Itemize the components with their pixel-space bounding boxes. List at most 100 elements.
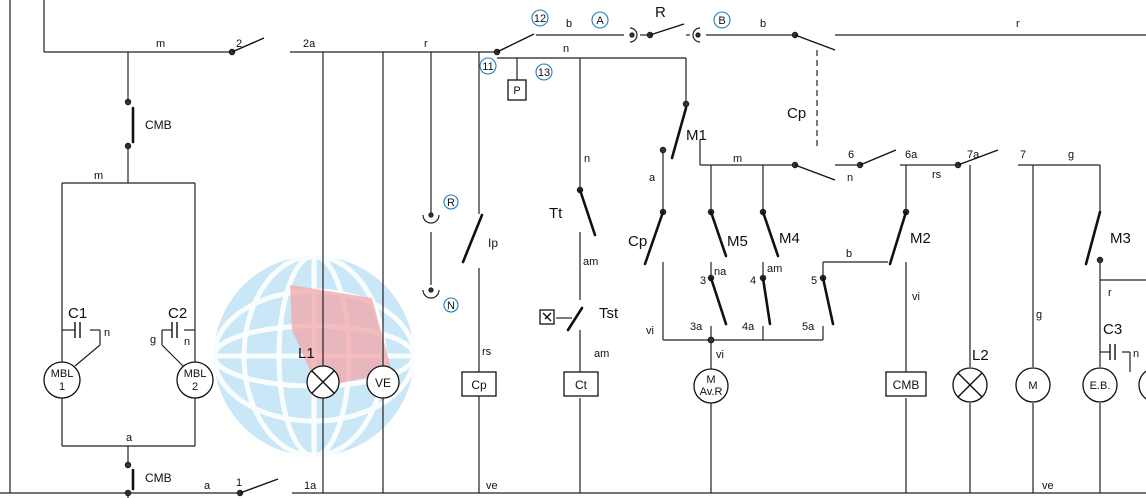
label-m4: M4 [779, 230, 800, 247]
label-cp-dashed: Cp [787, 105, 806, 122]
wire-n-c1: n [104, 327, 110, 339]
wire-a-left: a [126, 432, 133, 444]
wire-rs: rs [482, 346, 492, 358]
terminal-12: 12 [534, 13, 546, 25]
label-ip: Ip [488, 236, 498, 250]
label-motor-avr: Av.R [700, 386, 723, 398]
label-m5: M5 [727, 233, 748, 250]
label-motor-m: M [1028, 380, 1037, 392]
wire-na: na [714, 266, 727, 278]
wire-1: 1 [236, 477, 242, 489]
label-cmb-top: CMB [145, 118, 172, 132]
switch-m2 [888, 210, 908, 266]
contact-a-icon [629, 27, 638, 43]
label-l2: L2 [972, 347, 989, 364]
switch-m5 [709, 210, 728, 258]
switch-r [649, 23, 685, 36]
box-cp [461, 371, 497, 397]
wire-ve: ve [486, 480, 498, 492]
switch-m1 [670, 106, 688, 160]
wire-g1: g [1068, 149, 1074, 161]
wire-r2: r [1108, 287, 1112, 299]
wire-am1: am [583, 256, 598, 268]
box-p [507, 79, 527, 101]
wire-ve2: ve [1042, 480, 1054, 492]
wire-2a: 2a [303, 38, 316, 50]
wire-6a: 6a [905, 149, 918, 161]
wire-n-c3: n [1133, 348, 1139, 360]
switch-2 [231, 37, 265, 53]
wire-rs2: rs [932, 169, 942, 181]
label-motor-m-avr: M [706, 374, 715, 386]
switch-7 [957, 149, 999, 166]
capacitors [74, 322, 1116, 360]
switch-m4 [761, 210, 780, 258]
box-cmb [885, 371, 927, 397]
label-tst: Tst [599, 305, 619, 322]
wire-vi2: vi [716, 349, 724, 361]
label-m3: M3 [1110, 230, 1131, 247]
switch-ip [461, 213, 484, 264]
label-mbl1-bot: 1 [59, 381, 65, 393]
wire-b-mid: b [846, 248, 852, 260]
label-c1: C1 [68, 305, 87, 322]
motor-partial [1138, 370, 1146, 400]
terminal-n: N [447, 300, 455, 312]
label-c2: C2 [168, 305, 187, 322]
wire-4: 4 [750, 275, 756, 287]
wire-m-left: m [94, 170, 103, 182]
terminals [443, 9, 731, 313]
wire-r-right: r [1016, 18, 1020, 30]
terminal-b: B [718, 15, 725, 27]
wire-am4: am [767, 263, 782, 275]
pressure-switch-n-icon [422, 287, 440, 299]
terminal-11: 11 [482, 61, 493, 73]
wire-g-c2: g [150, 334, 156, 346]
watermark-globe-icon [214, 256, 414, 456]
wire-3a: 3a [690, 321, 703, 333]
label-l1: L1 [298, 345, 315, 362]
terminal-13: 13 [538, 67, 550, 79]
label-cp-left: Cp [628, 233, 647, 250]
wire-b-top: b [566, 18, 572, 30]
switch-4 [761, 276, 772, 326]
wire-n-top: n [563, 43, 569, 55]
wire-b-top2: b [760, 18, 766, 30]
label-tt: Tt [549, 205, 563, 222]
label-mbl2-top: MBL [184, 368, 207, 380]
label-eb: E.B. [1090, 380, 1111, 392]
pressure-switch-r-icon [422, 212, 440, 224]
wire-a-mid: a [649, 172, 656, 184]
label-ct-box: Ct [575, 378, 588, 392]
switch-tst [566, 306, 584, 332]
label-m1: M1 [686, 127, 707, 144]
label-cp-box: Cp [471, 378, 487, 392]
wire-5: 5 [811, 275, 817, 287]
switch-cp-left [643, 210, 665, 266]
wire-2: 2 [236, 38, 242, 50]
wire-n-right: n [847, 172, 853, 184]
wire-g2: g [1036, 309, 1042, 321]
terminal-r: R [447, 197, 455, 209]
label-p-box: P [513, 85, 520, 97]
box-ct [563, 371, 599, 397]
switch-3 [709, 276, 728, 326]
labels: 12 11 13 A B R N m m a a 2 2a r Ip rs ve… [51, 4, 1139, 492]
label-r-switch: R [655, 4, 666, 21]
motor-mbl2 [176, 361, 214, 399]
switch-cp-top [794, 34, 836, 51]
label-mbl1-top: MBL [51, 368, 74, 380]
component-shapes [43, 79, 1146, 404]
contact-b-icon [692, 27, 701, 43]
wire-vi3: vi [912, 291, 920, 303]
motor-avr [693, 368, 729, 404]
switch-6 [859, 149, 897, 166]
motor-m [1015, 367, 1051, 403]
wire-a-bottom: a [204, 480, 211, 492]
label-ve: VE [375, 376, 391, 390]
wire-am2: am [594, 348, 609, 360]
wire-3: 3 [700, 275, 706, 287]
wire-6: 6 [848, 149, 854, 161]
